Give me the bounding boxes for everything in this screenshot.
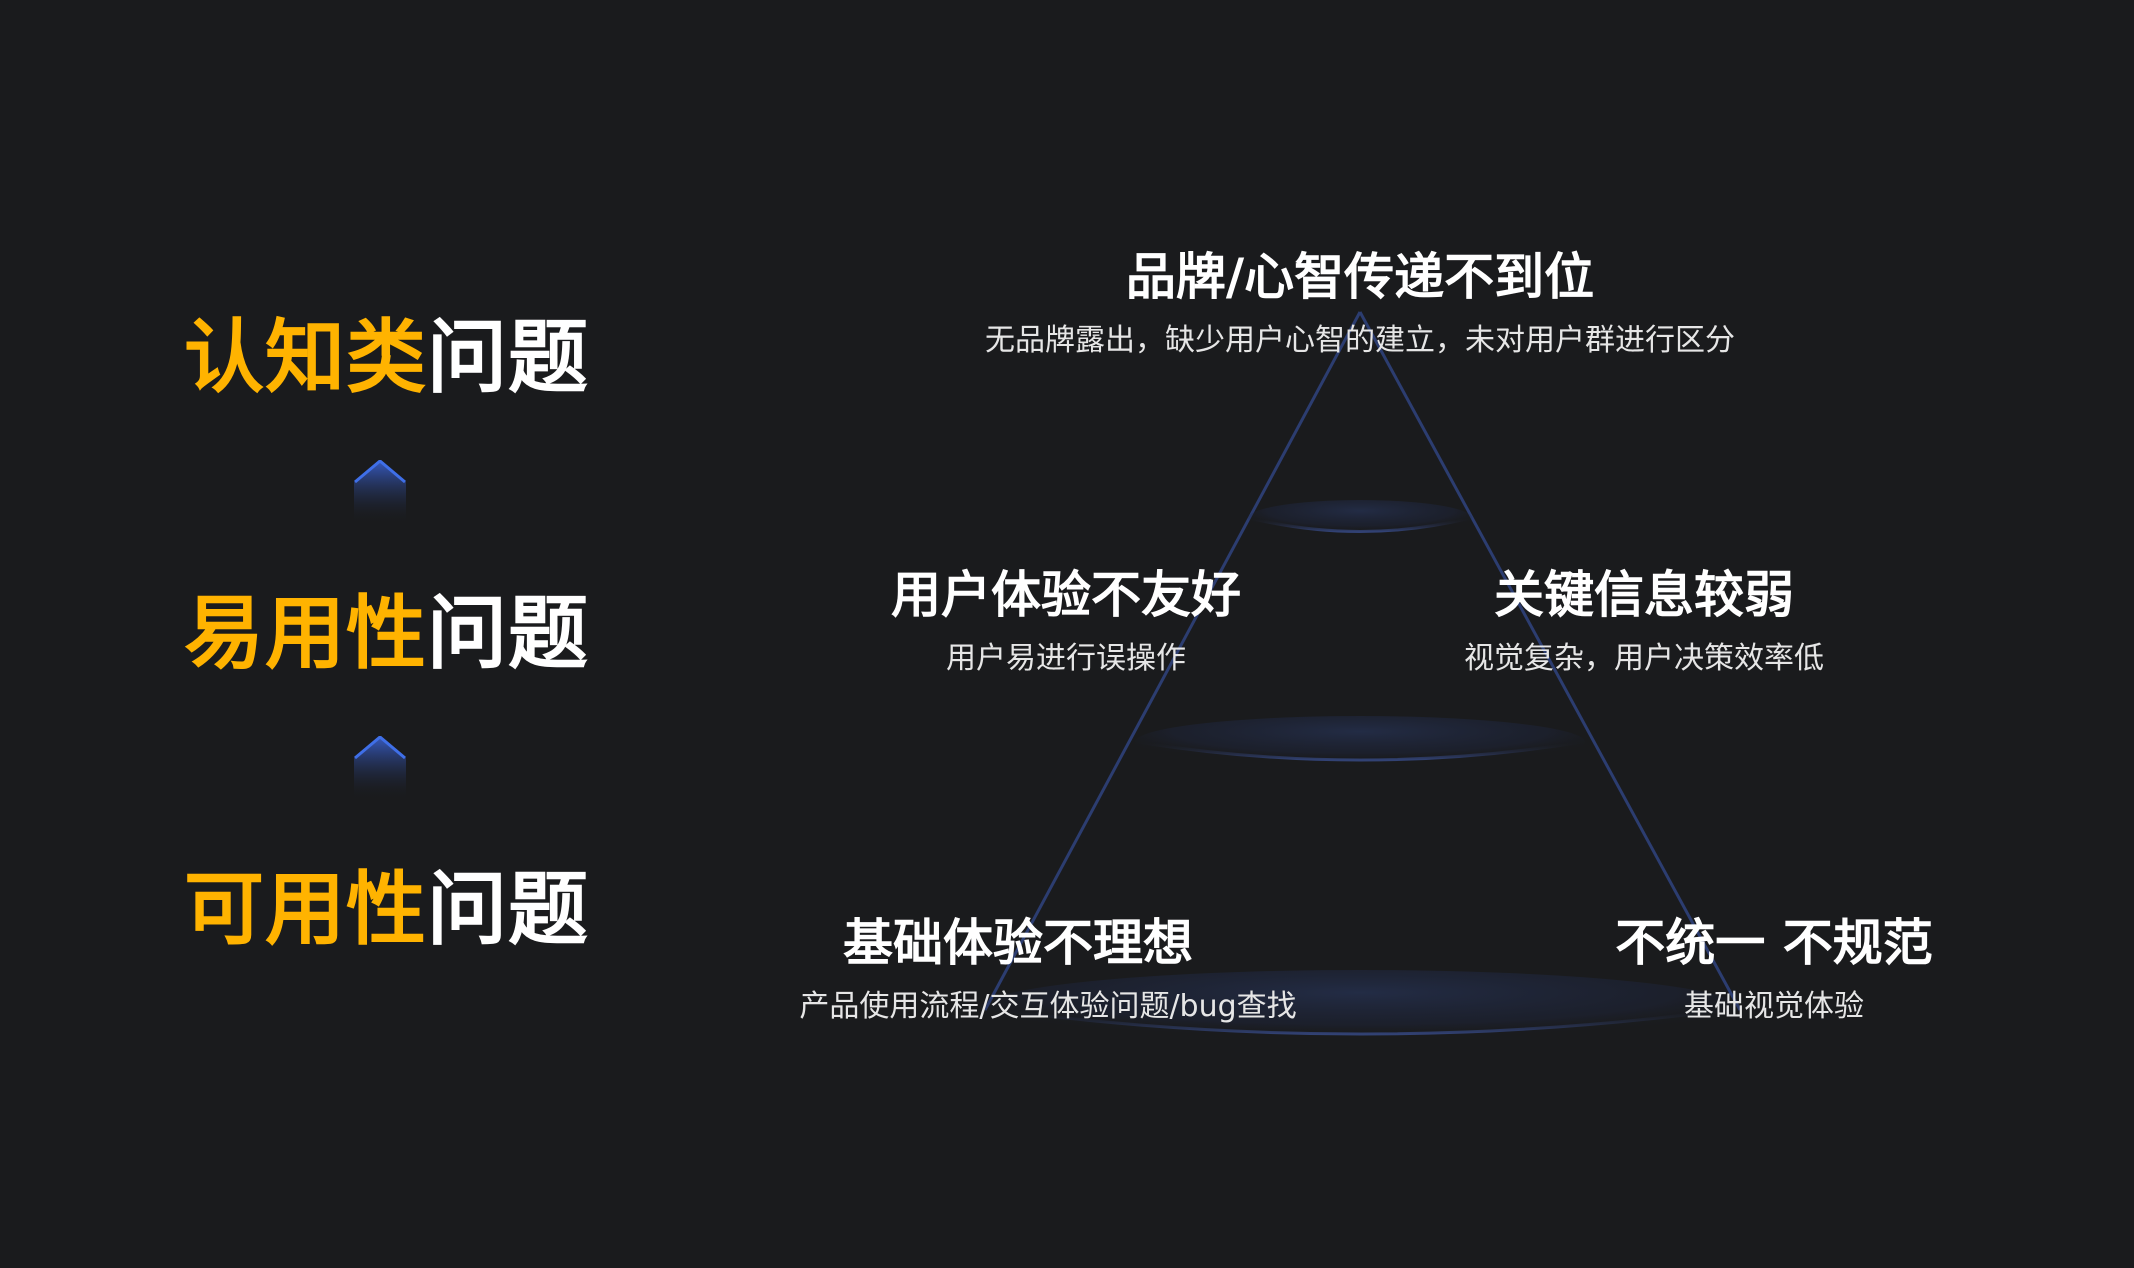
top-desc: 无品牌露出，缺少用户心智的建立，未对用户群进行区分: [985, 323, 1735, 358]
category-usability-ease-highlight: 易用性: [184, 587, 427, 680]
bottom-right-title: 不统一 不规范: [1615, 914, 1933, 972]
category-usability-ease-rest: 问题: [427, 587, 589, 680]
pyramid-level-edge: [1137, 740, 1583, 762]
category-cognition-highlight: 认知类: [184, 311, 427, 404]
pyramid-level-edge: [1249, 516, 1471, 533]
top-title: 品牌/心智传递不到位: [1125, 248, 1595, 306]
category-usability-highlight: 可用性: [184, 863, 427, 956]
category-usability: 可用性问题: [184, 870, 604, 950]
middle-right-desc: 视觉复杂，用户决策效率低: [1464, 641, 1824, 676]
bottom-left-title: 基础体验不理想: [843, 914, 1193, 972]
middle-left-title: 用户体验不友好: [891, 566, 1241, 624]
bottom-right-desc: 基础视觉体验: [1684, 989, 1864, 1024]
category-usability-rest: 问题: [427, 863, 589, 956]
up-arrow-icon: [354, 460, 406, 524]
bottom-left-desc: 产品使用流程/交互体验问题/bug查找: [799, 989, 1297, 1024]
pyramid-outline: [983, 311, 1742, 1011]
up-arrow-icon: [354, 736, 406, 800]
category-usability-ease: 易用性问题: [184, 594, 604, 674]
category-cognition: 认知类问题: [184, 318, 604, 398]
category-cognition-rest: 问题: [427, 311, 589, 404]
middle-right-title: 关键信息较弱: [1494, 566, 1794, 624]
middle-left-desc: 用户易进行误操作: [946, 641, 1186, 676]
pyramid-level-edge: [984, 1006, 1741, 1036]
